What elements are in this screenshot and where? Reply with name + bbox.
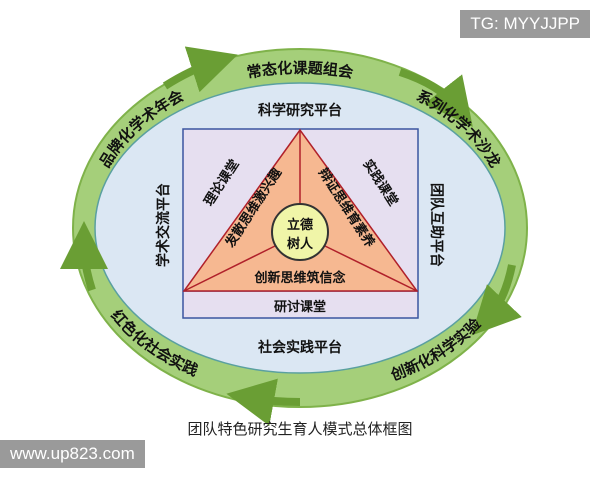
- cycle-arrow-icon: [398, 68, 473, 127]
- classroom-bottom: 研讨课堂: [274, 299, 326, 315]
- diagram-caption: 团队特色研究生育人模式总体框图: [187, 420, 413, 438]
- triangle-bottom: 创新思维筑信念: [253, 270, 345, 286]
- core-circle: [271, 203, 329, 261]
- cycle-arrow-icon: [60, 221, 109, 292]
- watermark-top-right: TG: MYYJJPP: [460, 10, 590, 38]
- platform-bottom: 社会实践平台: [257, 339, 342, 356]
- cycle-arrow-icon: [162, 46, 238, 93]
- platform-right: 团队互助平台: [428, 183, 445, 267]
- cycle-arrow-icon: [471, 264, 522, 336]
- cycle-arrow-icon: [226, 378, 301, 426]
- core-line2: 树人: [287, 236, 314, 252]
- platform-left: 学术交流平台: [155, 183, 172, 267]
- watermark-bottom-left: www.up823.com: [0, 440, 145, 468]
- platform-top: 科学研究平台: [258, 102, 342, 119]
- ring-label-top: 常态化课题组会: [246, 59, 355, 82]
- core-line1: 立德: [287, 217, 313, 233]
